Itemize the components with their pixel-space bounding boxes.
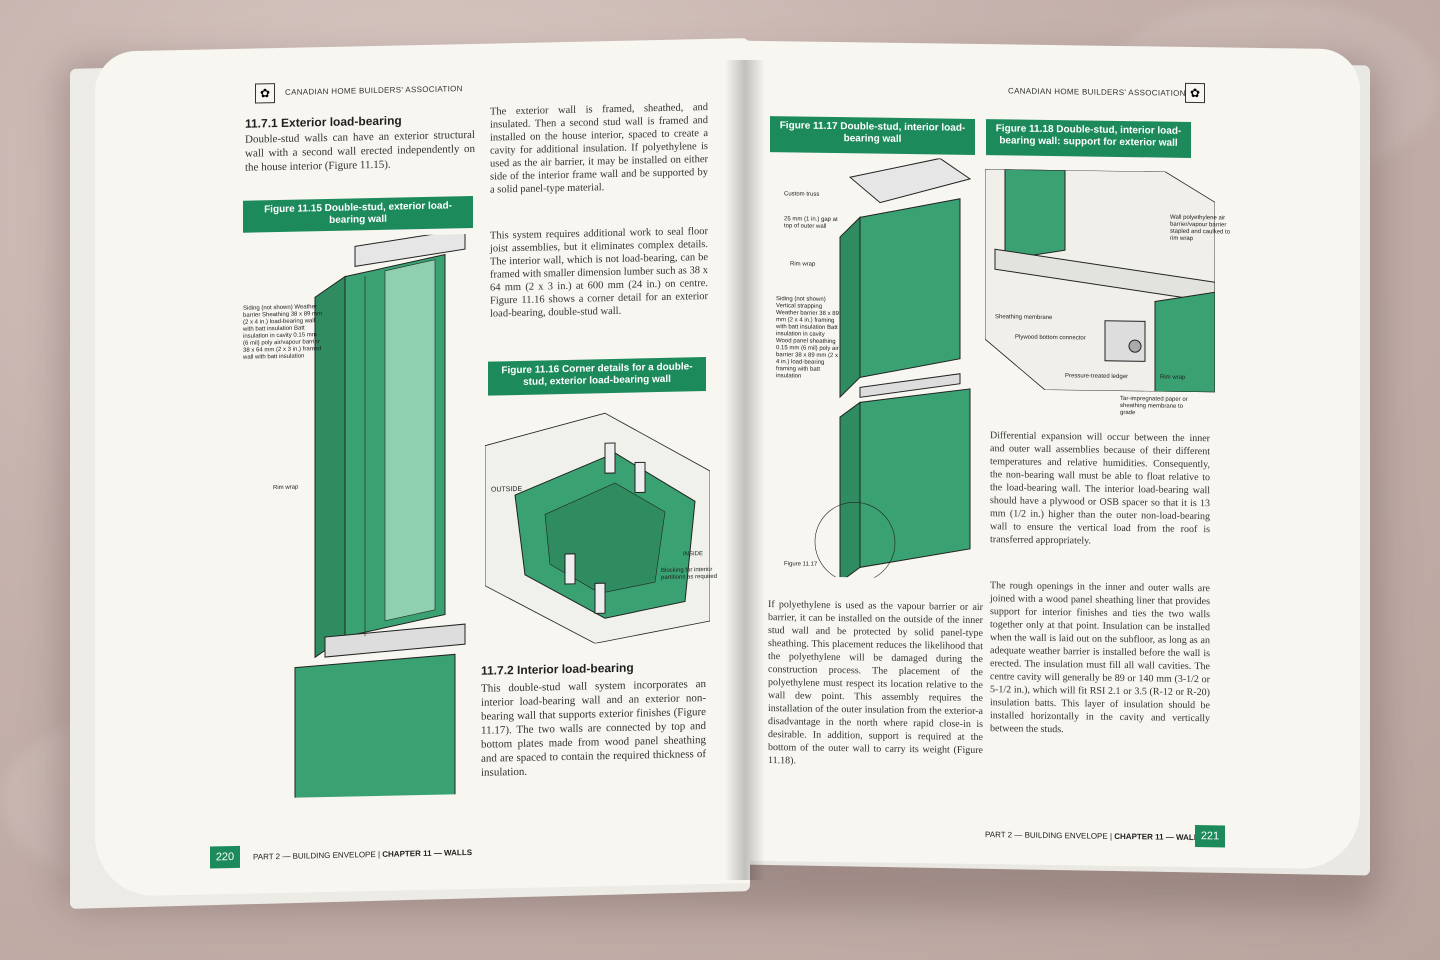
section-11-7-2-heading: 11.7.2 Interior load-bearing	[481, 660, 634, 678]
figure-11-16-outside: OUTSIDE	[491, 485, 523, 494]
figure-11-15-diagram	[294, 233, 466, 799]
figure-11-16-inside: INSIDE	[683, 551, 704, 558]
figure-11-17-callout-truss: Custom truss	[784, 191, 820, 198]
right-footer-part: PART 2 — BUILDING ENVELOPE	[985, 830, 1108, 841]
left-footer: PART 2 — BUILDING ENVELOPE | CHAPTER 11 …	[253, 847, 473, 862]
figure-11-18-callout-rim: Rim wrap	[1160, 374, 1186, 381]
section-11-7-2-text: This double-stud wall system incorporate…	[481, 678, 706, 779]
book-gutter	[725, 60, 765, 880]
figure-11-18-diagram	[985, 169, 1215, 393]
right-column-2-paragraph-2: The rough openings in the inner and oute…	[990, 580, 1210, 736]
figure-11-18-label: Figure 11.18 Double-stud, interior load-…	[986, 119, 1191, 158]
section-11-7-1-heading: 11.7.1 Exterior load-bearing	[245, 113, 402, 131]
figure-11-18-callout-poly: Wall polyethylene air barrier/vapour bar…	[1170, 214, 1231, 242]
maple-leaf-logo-icon: ✿	[255, 83, 275, 104]
right-page-number: 221	[1195, 825, 1225, 848]
figure-11-18-callout-plywood: Plywood bottom connector	[1015, 334, 1086, 342]
column-2-paragraph-1: The exterior wall is framed, sheathed, a…	[490, 102, 708, 196]
figure-11-17-diagram	[814, 157, 972, 580]
figure-11-17-callout-layers: Siding (not shown) Vertical strapping We…	[776, 296, 839, 380]
figure-11-16-label: Figure 11.16 Corner details for a double…	[488, 357, 706, 396]
figure-11-18-callout-tar: Tar-impregnated paper or sheathing membr…	[1120, 395, 1188, 417]
figure-11-17-label: Figure 11.17 Double-stud, interior load-…	[770, 116, 975, 155]
figure-11-17-callout-gap: 25 mm (1 in.) gap at top of outer wall	[784, 216, 838, 230]
figure-11-18-callout-ledger: Pressure-treated ledger	[1065, 373, 1129, 381]
right-footer: PART 2 — BUILDING ENVELOPE | CHAPTER 11 …	[985, 830, 1205, 843]
left-page: ✿ CANADIAN HOME BUILDERS' ASSOCIATION 11…	[95, 38, 750, 897]
right-column-1-text: If polyethylene is used as the vapour ba…	[768, 599, 983, 767]
figure-11-15-label: Figure 11.15 Double-stud, exterior load-…	[243, 195, 473, 233]
figure-11-17-caption: Figure 11.17	[784, 561, 818, 568]
figure-11-16-blocking: Blocking for interior partitions as requ…	[661, 566, 718, 582]
right-column-2-paragraph-1: Differential expansion will occur betwee…	[990, 430, 1210, 547]
right-header: CANADIAN HOME BUILDERS' ASSOCIATION	[1008, 86, 1186, 98]
column-2-paragraph-2: This system requires additional work to …	[490, 226, 708, 320]
section-11-7-1-text: Double-stud walls can have an exterior s…	[245, 128, 475, 174]
right-page: CANADIAN HOME BUILDERS' ASSOCIATION ✿ Fi…	[740, 40, 1360, 870]
left-footer-part: PART 2 — BUILDING ENVELOPE	[253, 849, 376, 862]
figure-11-16-diagram	[485, 412, 710, 644]
figure-11-15-callout: Siding (not shown) Weather barrier Sheat…	[243, 304, 323, 361]
figure-11-18-callout-sheathing: Sheathing membrane	[995, 314, 1053, 322]
figure-11-17-callout-rim: Rim wrap	[790, 261, 816, 268]
right-footer-chapter: CHAPTER 11 — WALLS	[1114, 831, 1205, 843]
left-header: CANADIAN HOME BUILDERS' ASSOCIATION	[285, 84, 463, 97]
maple-leaf-logo-icon: ✿	[1185, 82, 1205, 104]
left-page-number: 220	[210, 845, 240, 869]
left-footer-chapter: CHAPTER 11 — WALLS	[382, 847, 473, 859]
figure-11-15-rim-wrap: Rim wrap	[273, 484, 299, 492]
